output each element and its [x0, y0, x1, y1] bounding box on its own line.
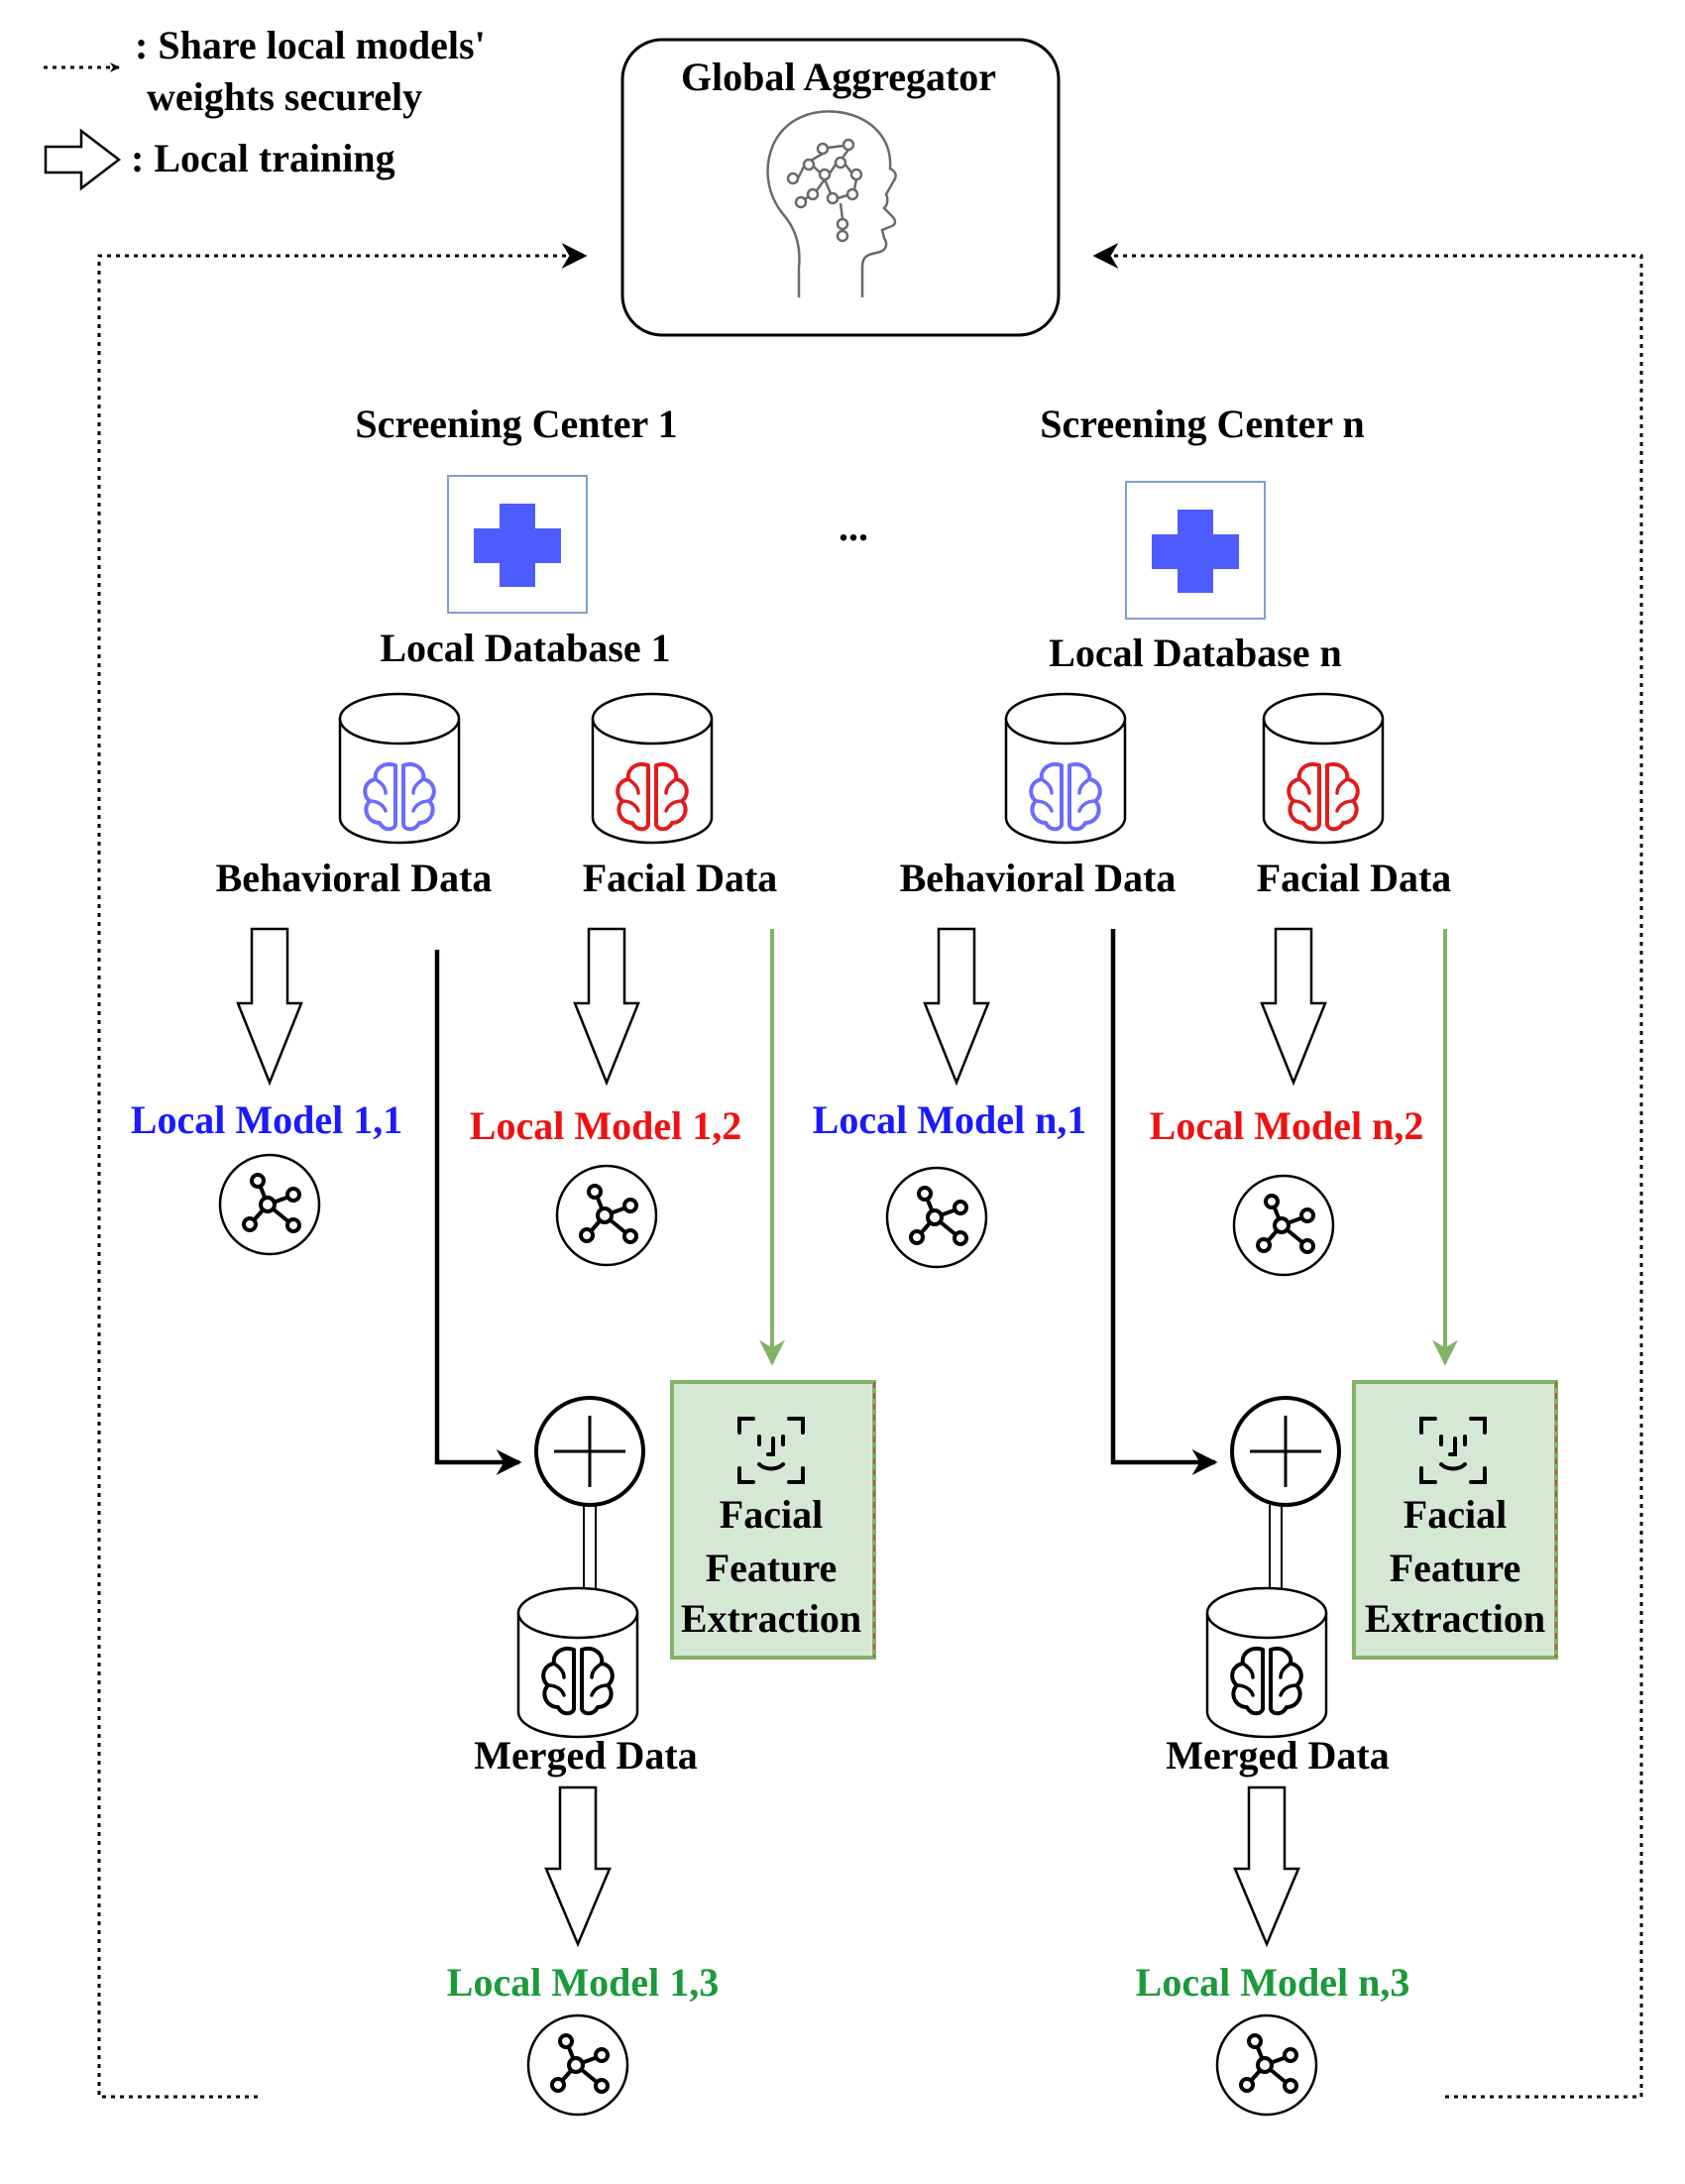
merge-plus-node — [534, 1396, 645, 1507]
training-arrow — [573, 927, 640, 1085]
network-icon — [526, 2013, 629, 2117]
center-n-model-facial: Local Model n,2 — [1149, 1103, 1424, 1148]
center-ellipsis: ... — [839, 505, 868, 549]
facial-feature-extraction-box — [1352, 1380, 1558, 1660]
center-1-facial-label: Facial Data — [582, 856, 778, 900]
center-1-feature-line3: Extraction — [680, 1596, 862, 1641]
merged-database-n — [1205, 1586, 1328, 1739]
network-icon — [1215, 2013, 1318, 2117]
center-n-database-label: Local Database n — [1049, 631, 1342, 675]
center-1-title: Screening Center 1 — [355, 402, 678, 446]
center-n-model-behavioral: Local Model n,1 — [812, 1097, 1087, 1142]
center-n-feature-line1: Facial — [1403, 1492, 1508, 1537]
training-arrow — [1260, 927, 1327, 1085]
training-arrow — [1233, 1785, 1300, 1946]
merge-plus-node — [1230, 1396, 1341, 1507]
center-n-merged-label: Merged Data — [1166, 1733, 1390, 1778]
center-1-behavioral-label: Behavioral Data — [215, 856, 493, 900]
network-icon — [218, 1153, 321, 1256]
center-n-facial-label: Facial Data — [1256, 856, 1452, 900]
facial-database-1 — [591, 692, 714, 845]
legend — [44, 62, 122, 191]
training-arrow — [923, 927, 990, 1085]
center-1-model-behavioral: Local Model 1,1 — [130, 1097, 403, 1142]
medical-cross-icon — [447, 475, 588, 614]
center-n-feature-line2: Feature — [1389, 1546, 1521, 1590]
legend-share-text-line1: : Share local models' — [135, 23, 486, 67]
behavioral-database-n — [1004, 692, 1127, 845]
ai-head-icon — [766, 110, 897, 297]
network-icon — [885, 1166, 988, 1269]
center-1-merged-label: Merged Data — [474, 1733, 698, 1778]
behavioral-merge-arrow — [1110, 929, 1218, 1475]
aggregator-title: Global Aggregator — [680, 55, 997, 99]
legend-share-text-line2: weights securely — [147, 74, 423, 119]
left-weight-sharing-loop — [97, 243, 588, 2099]
training-arrow — [544, 1785, 612, 1946]
global-aggregator — [620, 38, 1061, 337]
network-icon — [1232, 1174, 1335, 1277]
center-1-graphics — [218, 475, 876, 2117]
network-icon — [555, 1164, 658, 1267]
behavioral-database-1 — [338, 692, 461, 845]
center-1-model-merged: Local Model 1,3 — [446, 1960, 720, 2005]
center-n-model-merged: Local Model n,3 — [1135, 1960, 1410, 2005]
center-n-title: Screening Center n — [1040, 402, 1365, 446]
legend-hollow-arrow — [44, 128, 122, 191]
center-n-graphics — [885, 481, 1558, 2117]
training-arrow — [236, 927, 303, 1085]
center-1-feature-line2: Feature — [705, 1546, 838, 1590]
legend-local-training-text: : Local training — [131, 136, 395, 180]
center-n-feature-line3: Extraction — [1364, 1596, 1546, 1641]
behavioral-merge-arrow — [434, 950, 522, 1475]
center-1-feature-line1: Facial — [719, 1492, 824, 1537]
right-weight-sharing-loop — [1092, 243, 1643, 2099]
merged-database-1 — [516, 1586, 639, 1739]
facial-feature-extraction-box — [670, 1380, 876, 1660]
center-1-model-facial: Local Model 1,2 — [469, 1103, 742, 1148]
center-1-database-label: Local Database 1 — [380, 626, 671, 670]
center-n-behavioral-label: Behavioral Data — [899, 856, 1177, 900]
facial-database-n — [1262, 692, 1385, 845]
